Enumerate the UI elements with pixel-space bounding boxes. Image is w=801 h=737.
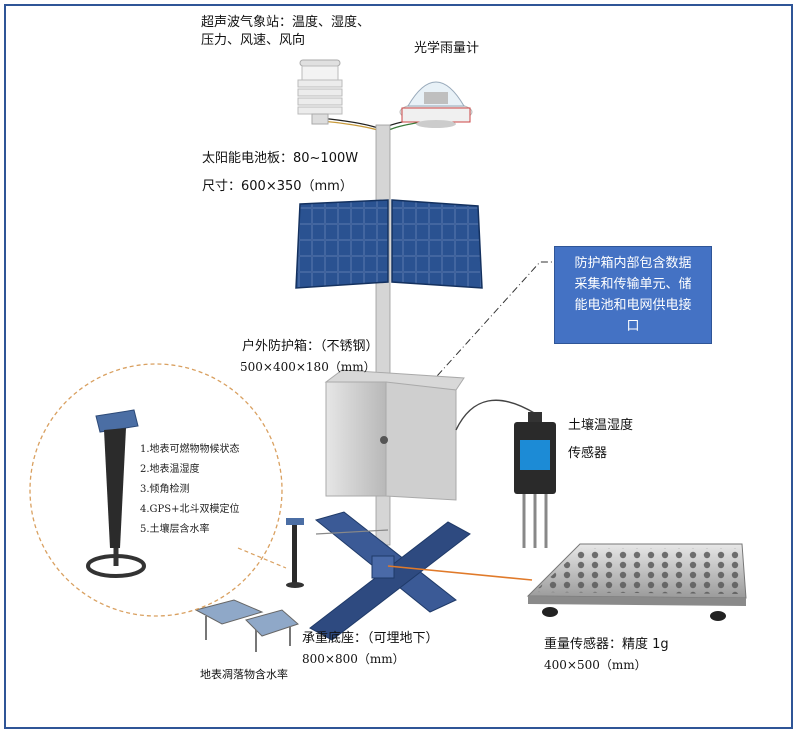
feature-item: 2.地表温湿度 bbox=[140, 464, 200, 475]
outer-frame bbox=[4, 4, 793, 729]
litter-moisture-device bbox=[194, 599, 299, 652]
protection-box-info: 防护箱内部包含数据 采集和传输单元、储 能电池和电网供电接 口 bbox=[554, 246, 712, 344]
solar-panels bbox=[295, 199, 483, 289]
ultrasonic-weather-station bbox=[297, 59, 343, 125]
ground-sensor-small bbox=[286, 518, 304, 588]
solar-size-label: 尺寸：600×350（mm） bbox=[202, 179, 353, 194]
load-bearing-base bbox=[309, 511, 471, 641]
weight-sensor-size: 400×500（mm） bbox=[544, 658, 647, 672]
solar-panel-label: 太阳能电池板：80~100W bbox=[202, 151, 359, 166]
outdoor-box-size: 500×400×180（mm） bbox=[240, 360, 376, 374]
soil-sensor-cable bbox=[455, 399, 537, 431]
base-size: 800×800（mm） bbox=[302, 652, 405, 666]
optical-rain-gauge bbox=[399, 81, 473, 128]
feature-item: 4.GPS+北斗双模定位 bbox=[140, 504, 240, 515]
outdoor-box-label: 户外防护箱：（不锈钢） bbox=[242, 339, 379, 354]
weight-sensor-plate bbox=[526, 543, 747, 621]
weight-sensor-label: 重量传感器：精度 1g bbox=[544, 637, 669, 652]
weather-station-label: 超声波气象站：温度、湿度、 压力、风速、风向 bbox=[201, 15, 371, 48]
litter-moisture-label: 地表凋落物含水率 bbox=[200, 668, 288, 681]
base-label: 承重底座：（可埋地下） bbox=[302, 631, 439, 646]
soil-sensor-label: 土壤温湿度 传感器 bbox=[568, 418, 634, 461]
sensor-detail-circle bbox=[29, 363, 283, 617]
rain-gauge-label: 光学雨量计 bbox=[414, 41, 480, 56]
soil-temp-humidity-sensor bbox=[514, 412, 556, 548]
feature-item: 3.倾角检测 bbox=[140, 484, 190, 495]
feature-item: 5.土壤层含水率 bbox=[140, 524, 210, 535]
sensor-features-list: 1.地表可燃物物候状态 2.地表温湿度 3.倾角检测 4.GPS+北斗双模定位 … bbox=[140, 440, 240, 540]
feature-item: 1.地表可燃物物候状态 bbox=[140, 444, 240, 455]
weight-sensor-cable bbox=[387, 565, 533, 581]
outdoor-protection-box bbox=[324, 369, 465, 501]
ground-sensor-large bbox=[86, 409, 146, 578]
